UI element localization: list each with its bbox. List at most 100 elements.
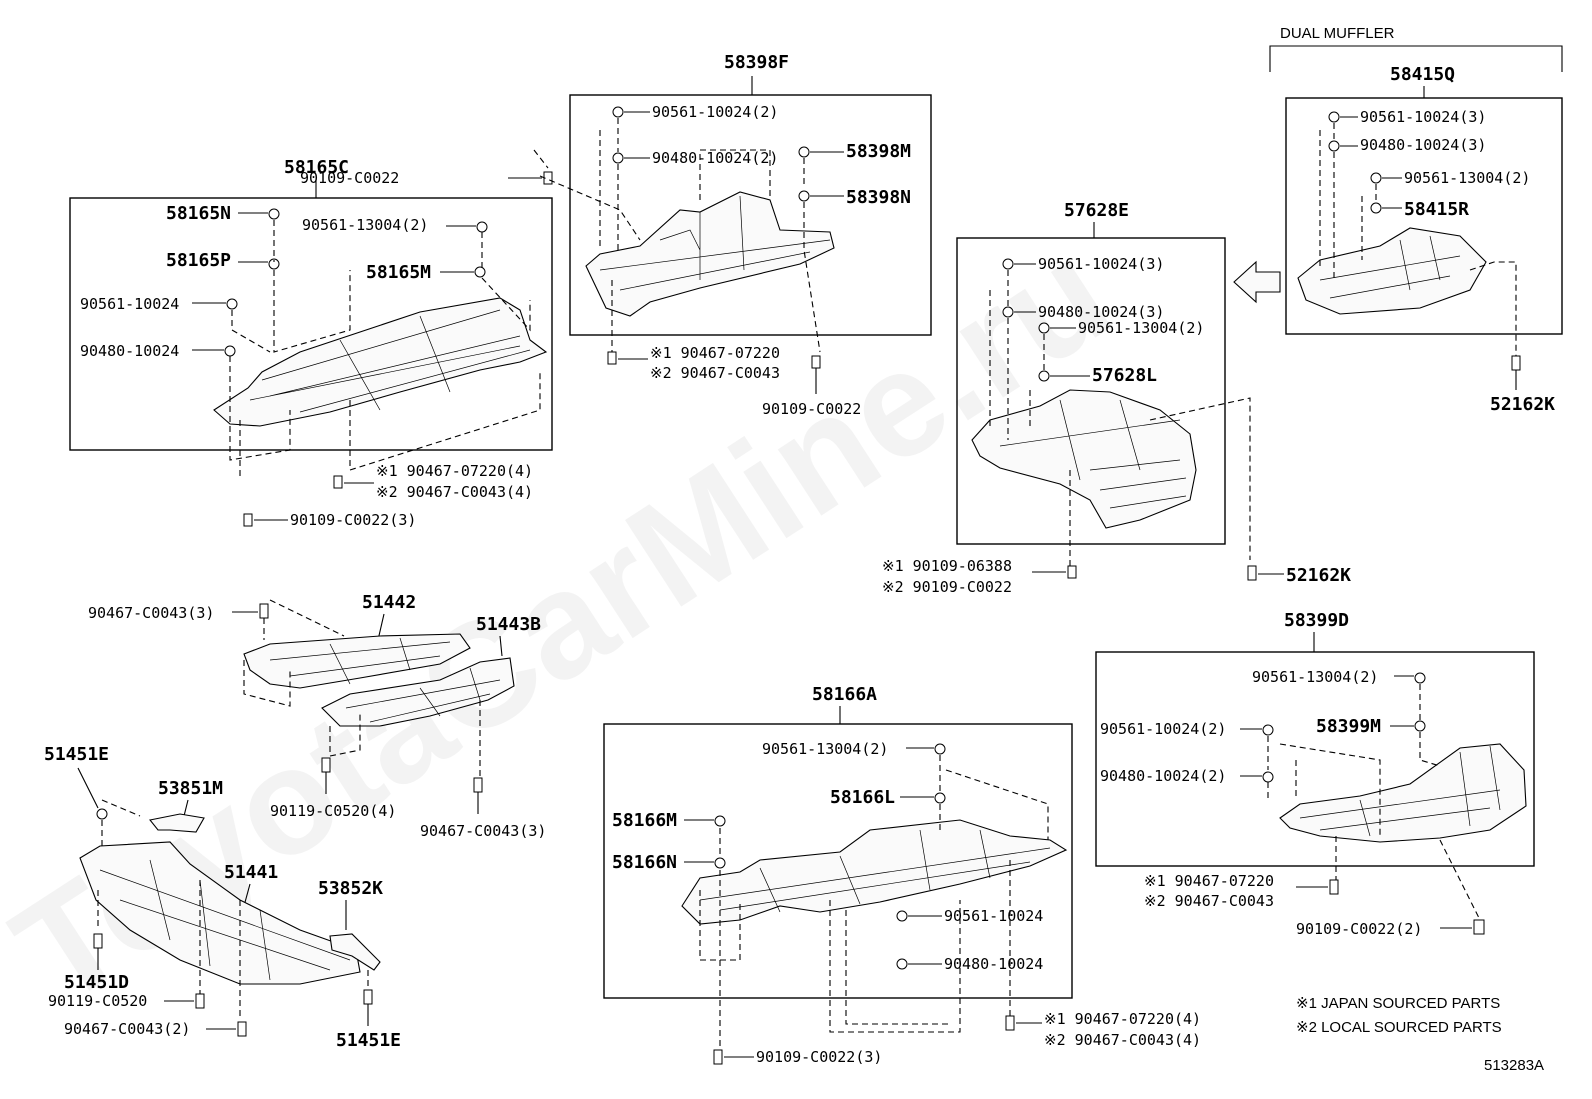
- group-51442: 90467-C0043(3) 51442 51443B 90119-C0520(…: [88, 592, 546, 840]
- part-53852K: [329, 933, 381, 971]
- label-58399D-90467-1[interactable]: ※1 90467-07220: [1144, 872, 1274, 890]
- arrow-icon: [1233, 260, 1281, 304]
- group-58166A: 58166A 90561-13004(2) 58166L 58166M 5816…: [603, 684, 1201, 1066]
- frame-58398F: [569, 94, 932, 336]
- label-58415Q-90561-10024[interactable]: 90561-10024(3): [1360, 108, 1486, 126]
- label-52162K-a[interactable]: 52162K: [1286, 565, 1351, 586]
- label-51441-90119[interactable]: 90119-C0520: [48, 992, 147, 1010]
- label-58166A-90561-13004[interactable]: 90561-13004(2): [762, 740, 888, 758]
- label-58399D[interactable]: 58399D: [1284, 610, 1349, 631]
- label-58398F-90467-2[interactable]: ※2 90467-C0043: [650, 364, 780, 382]
- label-58398F-90467-1[interactable]: ※1 90467-07220: [650, 344, 780, 362]
- label-51442[interactable]: 51442: [362, 592, 416, 613]
- part-58415Q-cover: [1297, 227, 1487, 315]
- bolt-52162K-a: [1247, 565, 1257, 581]
- label-90109-C0022-top[interactable]: 90109-C0022: [300, 169, 399, 187]
- label-58165C-90109-3[interactable]: 90109-C0022(3): [290, 511, 416, 529]
- group-57628E: 57628E 90561-10024(3) 90480-10024(3) 905…: [882, 200, 1351, 596]
- clip-58166L: [934, 792, 946, 804]
- label-58165C-90561-13004[interactable]: 90561-13004(2): [302, 216, 428, 234]
- label-58165C-90480-10024[interactable]: 90480-10024: [80, 342, 179, 360]
- bolt-58398F-90467: [607, 351, 617, 365]
- label-58166A-90561-10024[interactable]: 90561-10024: [944, 907, 1043, 925]
- label-dual-muffler: DUAL MUFFLER: [1280, 25, 1395, 42]
- label-57628E-90480-10024[interactable]: 90480-10024(3): [1038, 303, 1164, 321]
- label-58399D-90561-13004[interactable]: 90561-13004(2): [1252, 668, 1378, 686]
- label-58398N[interactable]: 58398N: [846, 187, 911, 208]
- bolt-58166A-90109: [713, 1049, 723, 1065]
- clip-58166N: [714, 857, 726, 869]
- label-58415Q-90480-10024[interactable]: 90480-10024(3): [1360, 136, 1486, 154]
- label-51451E-top[interactable]: 51451E: [44, 744, 109, 765]
- label-57628E-90109-1[interactable]: ※1 90109-06388: [882, 557, 1012, 575]
- label-51442-90119[interactable]: 90119-C0520(4): [270, 802, 396, 820]
- label-58398M[interactable]: 58398M: [846, 141, 911, 162]
- label-58399D-90467-2[interactable]: ※2 90467-C0043: [1144, 892, 1274, 910]
- label-58398F-90109[interactable]: 90109-C0022: [762, 400, 861, 418]
- label-58415Q[interactable]: 58415Q: [1390, 64, 1455, 85]
- label-58398F[interactable]: 58398F: [724, 52, 789, 73]
- label-51441[interactable]: 51441: [224, 862, 278, 883]
- clip-58399M: [1414, 720, 1426, 732]
- group-58398F: 58398F 90561-10024(2) 90480-10024(2) 583…: [569, 52, 932, 418]
- label-58165C-90467-1[interactable]: ※1 90467-07220(4): [376, 462, 533, 480]
- label-57628E[interactable]: 57628E: [1064, 200, 1129, 221]
- clip-58165M: [474, 266, 486, 278]
- label-58399D-90561-10024[interactable]: 90561-10024(2): [1100, 720, 1226, 738]
- bolt-51451D: [93, 933, 103, 949]
- label-53852K[interactable]: 53852K: [318, 878, 383, 899]
- label-58165C-90561-10024[interactable]: 90561-10024: [80, 295, 179, 313]
- label-51451D[interactable]: 51451D: [64, 972, 129, 993]
- label-58399M[interactable]: 58399M: [1316, 716, 1381, 737]
- bolt-90109-top: [543, 171, 553, 185]
- label-52162K-b[interactable]: 52162K: [1490, 394, 1555, 415]
- label-58166A-90480-10024[interactable]: 90480-10024: [944, 955, 1043, 973]
- label-53851M[interactable]: 53851M: [158, 778, 223, 799]
- label-58398F-90480-10024[interactable]: 90480-10024(2): [652, 149, 778, 167]
- label-58398F-90561-10024[interactable]: 90561-10024(2): [652, 103, 778, 121]
- label-58165C[interactable]: 58165C: [284, 157, 349, 178]
- label-51441-90467[interactable]: 90467-C0043(2): [64, 1020, 190, 1038]
- label-57628E-90561-13004[interactable]: 90561-13004(2): [1078, 319, 1204, 337]
- label-58166A-90467-2[interactable]: ※2 90467-C0043(4): [1044, 1031, 1201, 1049]
- label-58165M[interactable]: 58165M: [366, 262, 431, 283]
- label-51442-90467-a[interactable]: 90467-C0043(3): [88, 604, 214, 622]
- frame-58166A: [603, 723, 1073, 999]
- nut-58165C-b: [226, 298, 238, 310]
- label-58166A-90467-1[interactable]: ※1 90467-07220(4): [1044, 1010, 1201, 1028]
- label-58166M[interactable]: 58166M: [612, 810, 677, 831]
- bracket-dual-muffler: [1269, 45, 1563, 72]
- label-58166N[interactable]: 58166N: [612, 852, 677, 873]
- clip-58165P: [268, 258, 280, 270]
- label-51443B[interactable]: 51443B: [476, 614, 541, 635]
- label-58399D-90480-10024[interactable]: 90480-10024(2): [1100, 767, 1226, 785]
- bolt-51442-b: [473, 777, 483, 793]
- label-58166L[interactable]: 58166L: [830, 787, 895, 808]
- clip-57628L: [1038, 370, 1050, 382]
- label-57628E-90561-10024[interactable]: 90561-10024(3): [1038, 255, 1164, 273]
- label-51442-90467-b[interactable]: 90467-C0043(3): [420, 822, 546, 840]
- label-57628L[interactable]: 57628L: [1092, 365, 1157, 386]
- label-58399D-90109-2[interactable]: 90109-C0022(2): [1296, 920, 1422, 938]
- nut-58399D-c: [1262, 771, 1274, 783]
- note-local-sourced: ※2 LOCAL SOURCED PARTS: [1296, 1019, 1502, 1036]
- label-58415Q-90561-13004[interactable]: 90561-13004(2): [1404, 169, 1530, 187]
- note-japan-sourced: ※1 JAPAN SOURCED PARTS: [1296, 995, 1500, 1012]
- diagram-code: 513283A: [1484, 1057, 1544, 1074]
- label-58165N[interactable]: 58165N: [166, 203, 231, 224]
- part-51443B: [321, 657, 515, 727]
- bolt-51441-90119: [195, 993, 205, 1009]
- part-58166A-cover: [681, 819, 1068, 925]
- label-58166A-90109-3[interactable]: 90109-C0022(3): [756, 1048, 882, 1066]
- label-58415R[interactable]: 58415R: [1404, 199, 1469, 220]
- label-58165P[interactable]: 58165P: [166, 250, 231, 271]
- bolt-51451E-bot: [363, 989, 373, 1005]
- label-58166A[interactable]: 58166A: [812, 684, 877, 705]
- label-51451E-bot[interactable]: 51451E: [336, 1030, 401, 1051]
- label-58165C-90467-2[interactable]: ※2 90467-C0043(4): [376, 483, 533, 501]
- clip-58398N: [798, 190, 810, 202]
- nut-57628E-c: [1038, 322, 1050, 334]
- bolt-51442-90119: [321, 757, 331, 773]
- label-57628E-90109-2[interactable]: ※2 90109-C0022: [882, 578, 1012, 596]
